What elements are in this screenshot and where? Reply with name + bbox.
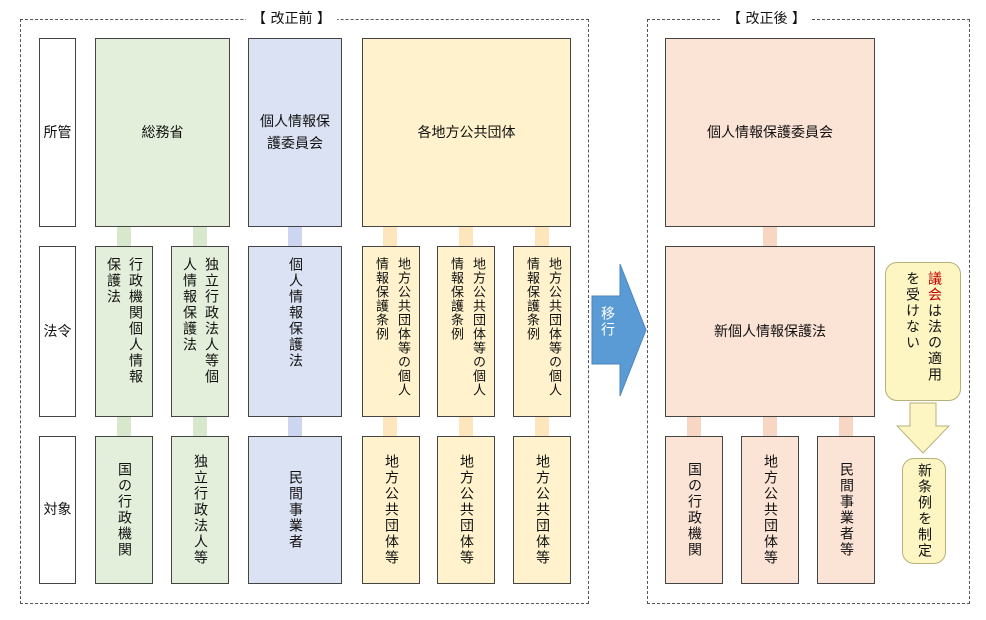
after-target-gov-box: 国の行政機関 xyxy=(665,436,723,584)
connector xyxy=(763,417,777,436)
target-local: 地方公共団体等 xyxy=(383,454,399,566)
jurisdiction-local: 各地方公共団体 xyxy=(362,38,571,227)
law-ordinance-box-2: 地方公共団体等の個人情報保護条例 xyxy=(437,246,495,417)
law-gov: 行政機関個人情報保護法 xyxy=(105,257,143,385)
jurisdiction-ppc-label: 個人情報保護委員会 xyxy=(260,113,330,152)
row-label-target: 対象 xyxy=(39,436,76,584)
target-gov-box: 国の行政機関 xyxy=(95,436,153,584)
connector xyxy=(763,227,777,246)
connector xyxy=(117,227,131,246)
target-local: 地方公共団体等 xyxy=(458,454,474,566)
law-private-box: 個人情報保護法 xyxy=(248,246,342,417)
after-jurisdiction: 個人情報保護委員会 xyxy=(665,38,875,227)
jurisdiction-ppc-before: 個人情報保護委員会 xyxy=(248,38,342,227)
law-indep-box: 独立行政法人等個人情報保護法 xyxy=(171,246,229,417)
target-gov: 国の行政機関 xyxy=(116,462,132,558)
target-local-box-3: 地方公共団体等 xyxy=(513,436,571,584)
after-target-private: 民間事業者等 xyxy=(838,462,854,558)
law-private: 個人情報保護法 xyxy=(287,257,303,369)
after-target-private-box: 民間事業者等 xyxy=(817,436,875,584)
after-target-local: 地方公共団体等 xyxy=(762,454,778,566)
jurisdiction-soumu: 総務省 xyxy=(95,38,230,227)
target-private-box: 民間事業者 xyxy=(248,436,342,584)
assembly-note: 議会は法の適用を受けない xyxy=(885,262,961,401)
law-ordinance: 地方公共団体等の個人情報保護条例 xyxy=(448,257,485,397)
after-law: 新個人情報保護法 xyxy=(665,246,875,417)
connector xyxy=(535,227,549,246)
target-local-box-2: 地方公共団体等 xyxy=(437,436,495,584)
target-local-box-1: 地方公共団体等 xyxy=(362,436,420,584)
assembly-note-highlight: 議会 xyxy=(926,271,942,303)
connector xyxy=(383,227,397,246)
transition-label: 移行 xyxy=(599,306,615,338)
after-target-local-box: 地方公共団体等 xyxy=(741,436,799,584)
target-local: 地方公共団体等 xyxy=(534,454,550,566)
law-indep: 独立行政法人等個人情報保護法 xyxy=(181,257,219,385)
law-ordinance: 地方公共団体等の個人情報保護条例 xyxy=(524,257,561,397)
law-gov-box: 行政機関個人情報保護法 xyxy=(95,246,153,417)
target-indep: 独立行政法人等 xyxy=(192,454,208,566)
row-label-law: 法令 xyxy=(39,246,76,417)
connector xyxy=(117,417,131,436)
connector xyxy=(839,417,853,436)
target-indep-box: 独立行政法人等 xyxy=(171,436,229,584)
connector xyxy=(288,417,302,436)
connector xyxy=(193,227,207,246)
connector xyxy=(288,227,302,246)
connector xyxy=(193,417,207,436)
before-section-title: 【 改正前 】 xyxy=(246,10,337,28)
law-ordinance: 地方公共団体等の個人情報保護条例 xyxy=(373,257,410,397)
row-label-jurisdiction: 所管 xyxy=(39,38,76,227)
new-ordinance-note: 新条例を制定 xyxy=(902,458,946,564)
transition-arrow xyxy=(591,263,647,397)
connector xyxy=(687,417,701,436)
target-private: 民間事業者 xyxy=(287,470,303,550)
connector xyxy=(383,417,397,436)
law-ordinance-box-3: 地方公共団体等の個人情報保護条例 xyxy=(513,246,571,417)
after-target-gov: 国の行政機関 xyxy=(686,462,702,558)
after-section-title: 【 改正後 】 xyxy=(721,10,812,28)
assembly-note-text: は法の適用を受けない xyxy=(904,271,942,383)
new-ordinance-label: 新条例を制定 xyxy=(916,463,932,559)
law-ordinance-box-1: 地方公共団体等の個人情報保護条例 xyxy=(362,246,420,417)
connector xyxy=(459,417,473,436)
connector xyxy=(459,227,473,246)
down-arrow xyxy=(896,402,950,454)
connector xyxy=(535,417,549,436)
